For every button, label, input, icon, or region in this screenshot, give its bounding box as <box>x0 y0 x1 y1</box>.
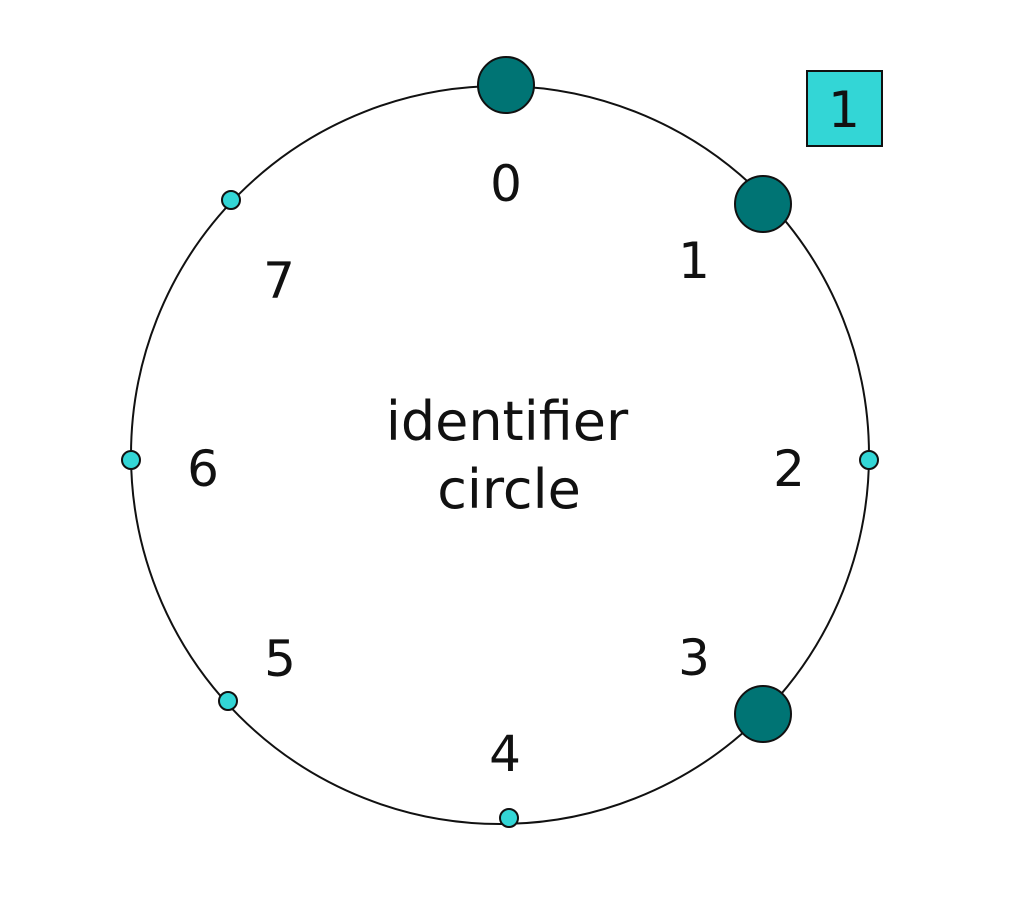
identifier-label-4: 4 <box>489 725 521 783</box>
node-marker-1 <box>734 175 792 233</box>
node-marker-5 <box>218 691 238 711</box>
center-label-line2: circle <box>437 458 581 521</box>
node-marker-0 <box>477 56 535 114</box>
node-marker-4 <box>499 808 519 828</box>
identifier-label-3: 3 <box>678 629 710 687</box>
identifier-label-0: 0 <box>490 155 522 213</box>
identifier-label-2: 2 <box>773 440 805 498</box>
identifier-label-1: 1 <box>678 232 710 290</box>
node-marker-3 <box>734 685 792 743</box>
identifier-label-5: 5 <box>264 630 296 688</box>
node-marker-6 <box>121 450 141 470</box>
step-badge-label: 1 <box>828 81 860 139</box>
node-marker-7 <box>221 190 241 210</box>
step-badge <box>806 70 883 147</box>
center-label-line1: identifier <box>386 390 629 453</box>
identifier-label-6: 6 <box>187 440 219 498</box>
identifier-label-7: 7 <box>263 252 295 310</box>
node-marker-2 <box>859 450 879 470</box>
